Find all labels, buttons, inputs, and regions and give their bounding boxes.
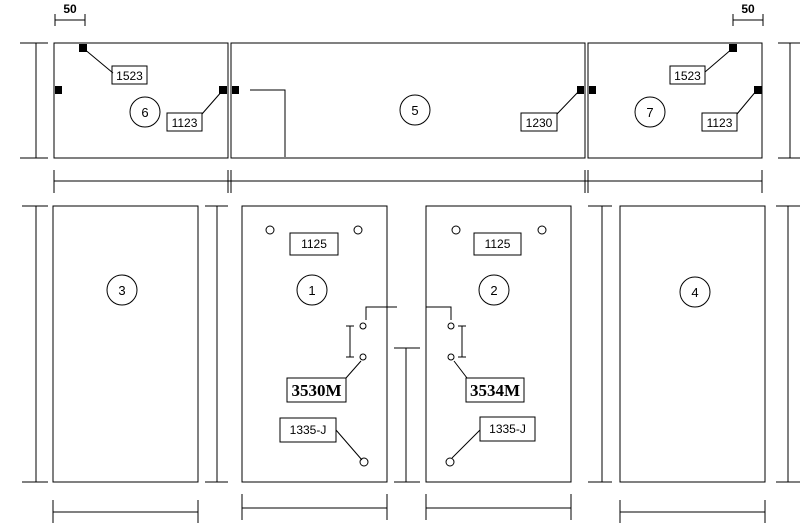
panel-1-code-bottom: 1335-J (290, 423, 327, 437)
panel-2-number: 2 (490, 283, 497, 298)
panel-2-code-bold: 3534M (470, 381, 520, 400)
panel-7-number: 7 (646, 105, 653, 120)
top-row-left-height-dimension (20, 42, 48, 159)
panel-5-marker-right (577, 86, 584, 94)
panel-4 (619, 205, 766, 483)
panel-1 (241, 205, 397, 483)
top-row-right-height-dimension (778, 42, 800, 159)
right-offset-label: 50 (741, 2, 755, 16)
panel-4-number: 4 (691, 285, 698, 300)
gap-height-dimension-3-1 (205, 205, 228, 483)
panel-7-code-a: 1523 (674, 69, 701, 83)
panel-7-code-b: 1123 (707, 116, 733, 130)
panel-1-code-top: 1125 (301, 237, 327, 251)
panel-6-number: 6 (141, 105, 148, 120)
panel-5-code: 1230 (526, 116, 553, 130)
panel-7-marker-top (729, 44, 737, 52)
panel-6-marker-right (219, 86, 227, 94)
panel-5-number: 5 (411, 103, 418, 118)
panel-5-marker-left (232, 86, 239, 94)
left-offset-label: 50 (63, 2, 77, 16)
right-offset-dimension (732, 14, 764, 26)
panel-3-number: 3 (118, 283, 125, 298)
panel-2-width-dimension (425, 494, 572, 520)
center-gap-height-dimension (394, 347, 420, 483)
panel-5 (230, 42, 586, 159)
panel-6-marker-left (55, 86, 62, 94)
panel-1-width-dimension (241, 494, 388, 520)
panel-2-code-bottom: 1335-J (489, 422, 526, 436)
panel-2 (425, 205, 572, 483)
bottom-row-right-height-dimension (776, 205, 800, 483)
left-offset-dimension (54, 14, 86, 26)
bottom-row-left-height-dimension (22, 205, 48, 483)
panel-1-code-bold: 3530M (291, 381, 341, 400)
top-row-width-dimensions (53, 170, 763, 193)
panel-1-number: 1 (308, 283, 315, 298)
panel-7 (587, 42, 763, 159)
panel-6-code-a: 1523 (116, 69, 143, 83)
panel-7-marker-right (754, 86, 762, 94)
panel-3 (52, 205, 199, 483)
gap-height-dimension-2-4 (588, 205, 612, 483)
panel-2-code-top: 1125 (485, 237, 511, 251)
panel-7-marker-left (589, 86, 596, 94)
panel-6-marker-top (79, 44, 87, 52)
panel-6 (53, 42, 229, 159)
panel-3-width-dimension (52, 500, 199, 523)
panel-4-width-dimension (619, 500, 766, 523)
panel-6-code-b: 1123 (172, 116, 198, 130)
